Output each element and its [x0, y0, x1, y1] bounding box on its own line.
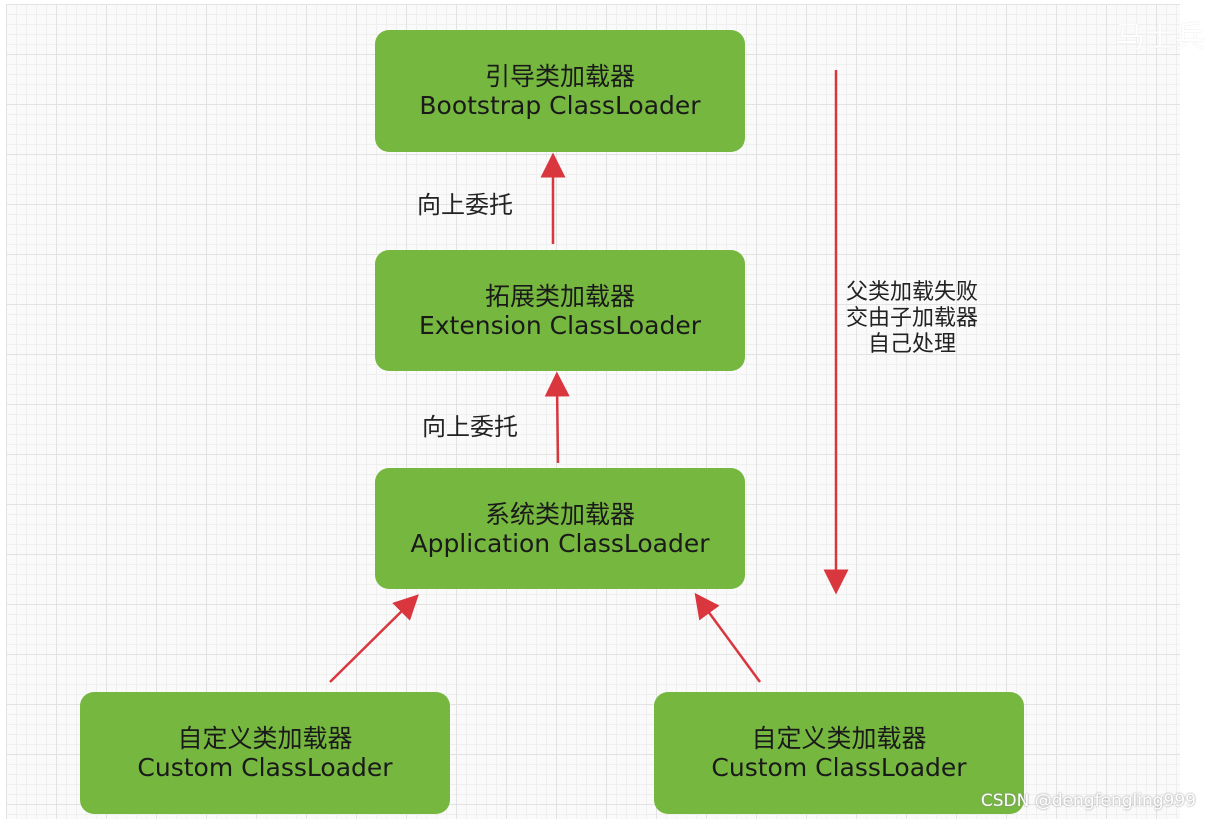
- node-custom-2: 自定义类加载器 Custom ClassLoader: [654, 692, 1024, 814]
- arrow-custom2-to-app: [694, 592, 762, 683]
- node-cn: 引导类加载器: [484, 62, 635, 91]
- node-en: Custom ClassLoader: [711, 753, 967, 782]
- arrow-app-to-ext: [544, 371, 570, 464]
- node-cn: 系统类加载器: [484, 499, 635, 529]
- node-application: 系统类加载器 Application ClassLoader: [375, 468, 745, 589]
- node-cn: 自定义类加载器: [751, 724, 927, 753]
- node-custom-1: 自定义类加载器 Custom ClassLoader: [80, 692, 450, 814]
- node-en: Custom ClassLoader: [137, 753, 393, 782]
- node-en: Bootstrap ClassLoader: [419, 91, 701, 120]
- logo-watermark: 马士兵: [1115, 20, 1205, 55]
- node-en: Application ClassLoader: [410, 528, 710, 558]
- node-cn: 自定义类加载器: [177, 724, 353, 753]
- fallback-line: 父类加载失败: [846, 280, 979, 305]
- fallback-line: 交由子加载器: [846, 306, 979, 331]
- node-en: Extension ClassLoader: [418, 310, 702, 340]
- csdn-watermark: CSDN @dengfengling999: [980, 791, 1196, 811]
- arrow-custom1-to-app: [329, 594, 419, 683]
- node-extension: 拓展类加载器 Extension ClassLoader: [375, 250, 745, 371]
- node-cn: 拓展类加载器: [484, 281, 635, 311]
- fallback-line: 自己处理: [868, 332, 957, 357]
- node-bootstrap: 引导类加载器 Bootstrap ClassLoader: [375, 30, 745, 152]
- label-fallback: 父类加载失败 交由子加载器 自己处理: [846, 280, 978, 358]
- label-delegate-up-1: 向上委托: [417, 191, 513, 219]
- label-delegate-up-2: 向上委托: [422, 413, 518, 441]
